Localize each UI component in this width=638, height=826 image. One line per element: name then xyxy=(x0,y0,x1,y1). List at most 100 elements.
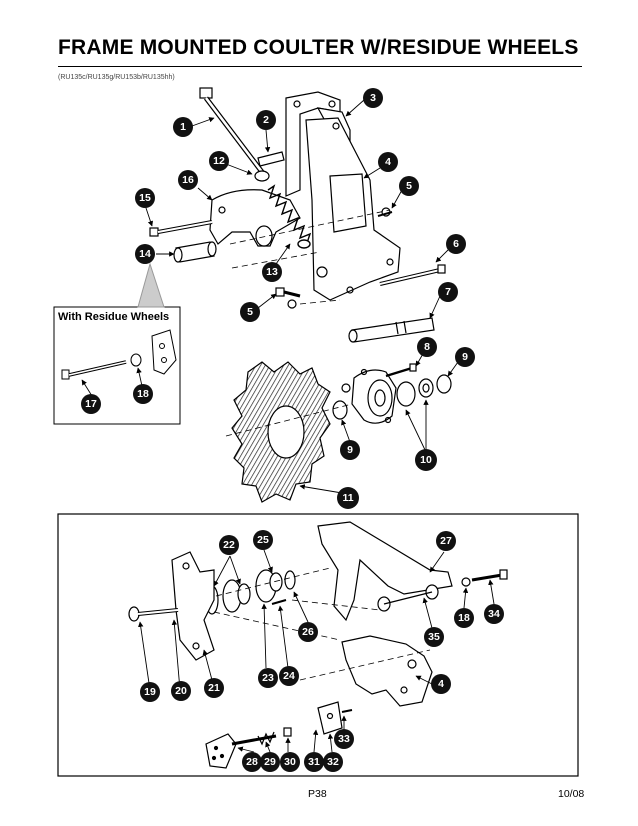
revision-date: 10/08 xyxy=(558,788,585,800)
washer-12-drawing xyxy=(254,170,270,182)
callout-12: 12 xyxy=(209,151,229,171)
bolt-5-drawing xyxy=(275,287,301,309)
callout-22: 22 xyxy=(219,535,239,555)
svg-text:4: 4 xyxy=(385,156,391,168)
svg-text:24: 24 xyxy=(283,670,295,682)
callout-19: 19 xyxy=(140,682,160,702)
callout-10: 10 xyxy=(415,449,437,471)
callout-27: 27 xyxy=(436,531,456,551)
page-number: P38 xyxy=(308,788,327,800)
leader-arrows xyxy=(81,99,495,753)
lower-assembly-box xyxy=(57,513,579,777)
callout-2: 2 xyxy=(256,110,276,130)
svg-text:16: 16 xyxy=(182,174,194,186)
svg-text:34: 34 xyxy=(488,608,500,620)
callout-31: 31 xyxy=(304,752,324,772)
svg-text:27: 27 xyxy=(440,535,452,547)
callout-9b: 9 xyxy=(340,440,360,460)
svg-text:28: 28 xyxy=(246,756,258,768)
svg-text:33: 33 xyxy=(338,733,350,745)
svg-text:18: 18 xyxy=(137,388,149,400)
svg-text:32: 32 xyxy=(327,756,339,768)
svg-text:21: 21 xyxy=(208,682,220,694)
svg-text:15: 15 xyxy=(139,192,151,204)
callout-3: 3 xyxy=(363,88,383,108)
callout-28: 28 xyxy=(242,752,262,772)
svg-text:12: 12 xyxy=(213,155,225,167)
callout-34: 34 xyxy=(484,604,504,624)
svg-text:17: 17 xyxy=(85,398,97,410)
callout-33: 33 xyxy=(334,729,354,749)
svg-text:30: 30 xyxy=(284,756,296,768)
title-rule xyxy=(58,66,582,67)
svg-text:20: 20 xyxy=(175,685,187,697)
svg-text:10: 10 xyxy=(420,454,432,466)
callout-18b: 18 xyxy=(454,608,474,628)
bushing-9a-drawing xyxy=(436,374,452,394)
svg-text:4: 4 xyxy=(438,678,444,690)
inset-box xyxy=(53,262,181,425)
axle-7-drawing xyxy=(348,317,435,343)
svg-text:31: 31 xyxy=(308,756,320,768)
svg-text:11: 11 xyxy=(342,492,353,504)
page-title: FRAME MOUNTED COULTER W/RESIDUE WHEELS xyxy=(58,36,579,59)
callout-4b: 4 xyxy=(431,674,451,694)
callout-20: 20 xyxy=(171,681,191,701)
svg-text:6: 6 xyxy=(453,238,459,250)
callout-35: 35 xyxy=(424,627,444,647)
callout-4: 4 xyxy=(378,152,398,172)
svg-text:26: 26 xyxy=(302,626,314,638)
svg-text:3: 3 xyxy=(370,92,376,104)
callout-7: 7 xyxy=(438,282,458,302)
inset-label: With Residue Wheels xyxy=(58,311,170,323)
callout-29: 29 xyxy=(260,752,280,772)
callout-18: 18 xyxy=(133,384,153,404)
svg-text:8: 8 xyxy=(424,341,430,353)
svg-text:35: 35 xyxy=(428,631,440,643)
callout-9a: 9 xyxy=(455,347,475,367)
bolt-15-drawing xyxy=(149,220,213,237)
svg-text:2: 2 xyxy=(263,114,269,126)
coulter-blade-11-drawing xyxy=(231,361,331,503)
callout-25: 25 xyxy=(253,530,273,550)
svg-text:9: 9 xyxy=(462,351,468,363)
callout-30: 30 xyxy=(280,752,300,772)
pin-2-drawing xyxy=(257,151,285,167)
callout-8: 8 xyxy=(417,337,437,357)
frame-arm-4-drawing xyxy=(305,117,401,301)
bushing-9b-drawing xyxy=(332,400,348,420)
callout-24: 24 xyxy=(279,666,299,686)
hub-10-drawing xyxy=(341,368,434,424)
svg-text:5: 5 xyxy=(247,306,253,318)
svg-text:25: 25 xyxy=(257,534,269,546)
pivot-arm-16-drawing xyxy=(209,189,301,247)
svg-text:19: 19 xyxy=(144,686,156,698)
callout-5b: 5 xyxy=(240,302,260,322)
svg-text:1: 1 xyxy=(180,121,186,133)
callout-13: 13 xyxy=(262,262,282,282)
callout-21: 21 xyxy=(204,678,224,698)
svg-text:29: 29 xyxy=(264,756,276,768)
lower-assembly-drawing xyxy=(128,521,508,769)
callout-23: 23 xyxy=(258,668,278,688)
callout-32: 32 xyxy=(323,752,343,772)
bolt-1-drawing xyxy=(199,87,264,174)
upper-assembly-drawing xyxy=(149,87,452,503)
callout-17: 17 xyxy=(81,394,101,414)
svg-text:14: 14 xyxy=(139,248,151,260)
callout-11: 11 xyxy=(337,487,359,509)
callout-14: 14 xyxy=(135,244,155,264)
callout-1: 1 xyxy=(173,117,193,137)
bolt-6-drawing xyxy=(379,264,446,286)
bushing-14-drawing xyxy=(173,241,217,263)
callout-5a: 5 xyxy=(399,176,419,196)
callout-15: 15 xyxy=(135,188,155,208)
bolt-8-drawing xyxy=(385,363,417,378)
svg-text:7: 7 xyxy=(445,286,451,298)
callout-16: 16 xyxy=(178,170,198,190)
svg-text:13: 13 xyxy=(266,266,278,278)
svg-text:18: 18 xyxy=(458,612,470,624)
svg-text:22: 22 xyxy=(223,539,235,551)
callout-26: 26 xyxy=(298,622,318,642)
